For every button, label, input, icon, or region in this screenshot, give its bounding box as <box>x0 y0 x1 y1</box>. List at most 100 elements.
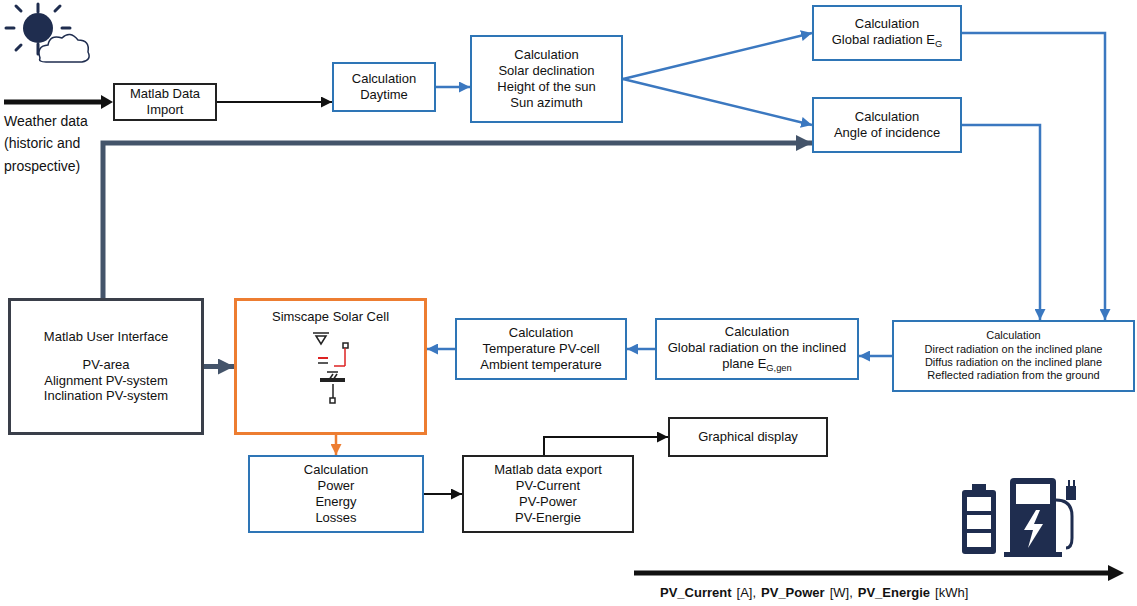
box-text: PV-Energie <box>515 510 581 525</box>
input-arrow <box>4 100 103 105</box>
flow-arrow <box>427 348 455 351</box>
output-arrowhead <box>1108 565 1124 581</box>
solar-cell-symbol <box>313 333 348 403</box>
box-text: Energy <box>315 494 356 509</box>
text-line: Solar declination <box>498 63 594 79</box>
process-box: CalculationDaytime <box>332 62 436 112</box>
process-box: CalculationPowerEnergyLosses <box>248 455 424 533</box>
text-line: Daytime <box>360 87 408 103</box>
text-line: Sun azimuth <box>510 95 582 111</box>
box-text: Diffus radiation on the inclined plane <box>925 356 1102 368</box>
flow-arrow <box>859 355 892 358</box>
text-line: Direct radiation on the inclined plane <box>925 343 1103 356</box>
flow-arrow <box>335 435 338 455</box>
output-label: [kWh] <box>935 585 968 600</box>
box-heading: Calculation <box>855 109 919 124</box>
box-text: PV-area <box>83 357 130 372</box>
output-arrow <box>634 571 1110 576</box>
process-box: CalculationDirect radiation on the incli… <box>892 320 1135 392</box>
box-text: Losses <box>315 510 356 525</box>
text-line: Ambient temperature <box>480 357 601 373</box>
process-box: CalculationGlobal radiation on the incli… <box>655 318 859 380</box>
box-text: PV-Current <box>516 478 580 493</box>
output-label: PV_Energie <box>858 585 930 600</box>
box-text: Daytime <box>360 87 408 102</box>
box-heading: Calculation <box>352 71 416 86</box>
box-text: Angle of incidence <box>834 125 940 140</box>
text-line: PV-Energie <box>515 510 581 526</box>
text-line: Matlab data export <box>494 462 602 478</box>
text-line: Losses <box>315 510 356 526</box>
box-text: G,gen <box>766 363 791 373</box>
box-heading: Calculation <box>509 325 573 340</box>
process-box: Simscape Solar Cell <box>234 298 427 435</box>
output-label-row: PV_Current[A],PV_Power[W],PV_Energie[kWh… <box>660 585 968 600</box>
box-heading: Calculation <box>725 324 789 339</box>
box-text: Reflected radiation from the ground <box>927 369 1099 381</box>
flow-arrow <box>436 86 470 89</box>
box-heading: Simscape Solar Cell <box>272 309 389 324</box>
box-text: Global radiation on the inclined plane E <box>668 340 847 371</box>
flow-arrow <box>204 364 234 369</box>
text-line: Reflected radiation from the ground <box>927 369 1099 382</box>
text-line: Calculation <box>725 324 789 340</box>
text-line: Calculation <box>304 462 368 478</box>
text-line: Global radiation EG <box>832 32 943 50</box>
text-line: Global radiation on the inclined plane E… <box>663 340 851 374</box>
text-line: Height of the sun <box>497 79 595 95</box>
flow-arrow <box>544 437 668 455</box>
box-heading: Matlab User Interface <box>44 329 168 344</box>
text-line: Calculation <box>855 109 919 125</box>
box-text: Solar declination <box>498 63 594 78</box>
flow-arrow <box>623 33 812 79</box>
text-line: Calculation <box>855 16 919 32</box>
charger-icon <box>1004 478 1076 557</box>
box-heading: Calculation <box>514 47 578 62</box>
text-line: PV-Current <box>516 478 580 494</box>
text-line: Power <box>318 478 355 494</box>
output-label: PV_Current <box>660 585 732 600</box>
output-label: PV_Power <box>761 585 825 600</box>
text-line: Matlab User Interface <box>44 329 168 345</box>
text-line: Energy <box>315 494 356 510</box>
text-line: Diffus radiation on the inclined plane <box>925 356 1102 369</box>
box-text: G <box>935 39 942 49</box>
process-box: CalculationSolar declinationHeight of th… <box>470 35 623 123</box>
text-line: Inclination PV-system <box>44 388 168 404</box>
input-label: Weather data (historic and prospective) <box>4 110 100 177</box>
box-text: Inclination PV-system <box>44 388 168 403</box>
text-line: Matlab Data Import <box>121 86 209 118</box>
battery-icon <box>962 484 996 554</box>
box-text: Global radiation E <box>832 32 935 47</box>
process-box: Matlab data exportPV-CurrentPV-PowerPV-E… <box>462 455 634 533</box>
box-heading: Matlab Data Import <box>130 86 200 117</box>
text-line: Temperature PV-cell <box>482 341 599 357</box>
text-line: Graphical display <box>698 429 798 445</box>
process-box: Matlab Data Import <box>113 83 217 121</box>
box-heading: Matlab data export <box>494 462 602 477</box>
box-text: Height of the sun <box>497 79 595 94</box>
text-line: Calculation <box>352 71 416 87</box>
box-text: Sun azimuth <box>510 95 582 110</box>
text-line: Simscape Solar Cell <box>272 309 389 325</box>
text-line: Calculation <box>509 325 573 341</box>
process-box: CalculationTemperature PV-cellAmbient te… <box>455 318 627 380</box>
flow-arrow <box>623 79 812 125</box>
weather-icon <box>6 4 89 62</box>
flow-arrow <box>962 33 1105 320</box>
input-arrowhead <box>101 95 113 109</box>
text-line: Angle of incidence <box>834 125 940 141</box>
process-box: CalculationAngle of incidence <box>812 97 962 153</box>
box-text: Direct radiation on the inclined plane <box>925 343 1103 355</box>
flow-arrow <box>962 125 1040 320</box>
text-line: Alignment PV-system <box>44 373 168 389</box>
flow-arrow <box>103 143 812 298</box>
box-text: Alignment PV-system <box>44 373 168 388</box>
process-box: CalculationGlobal radiation EG <box>812 5 962 61</box>
process-box: Matlab User InterfacePV-areaAlignment PV… <box>8 298 204 435</box>
box-heading: Calculation <box>986 329 1040 341</box>
flow-arrow <box>217 101 332 103</box>
box-text: Power <box>318 478 355 493</box>
box-heading: Calculation <box>855 16 919 31</box>
